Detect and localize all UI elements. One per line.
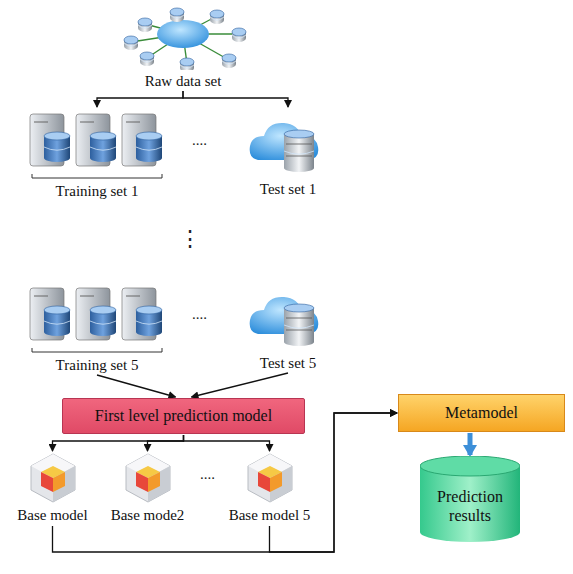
icon-caption: Base model bbox=[3, 506, 102, 524]
vertical-ellipsis: ⋮ bbox=[179, 226, 201, 252]
ellipsis: .... bbox=[192, 306, 207, 323]
ellipsis: .... bbox=[192, 132, 207, 149]
base-model: Base mode2 bbox=[98, 452, 197, 524]
node-label: Prediction results bbox=[420, 473, 520, 525]
base-model: Base model 5 bbox=[220, 452, 319, 524]
test-set: Test set 5 bbox=[241, 282, 335, 372]
icon-caption: Raw data set bbox=[116, 72, 250, 90]
process-box: First level prediction model bbox=[62, 398, 305, 434]
connector-arrow bbox=[97, 375, 176, 397]
test-set: Test set 1 bbox=[241, 108, 335, 198]
network-database-icon bbox=[118, 2, 248, 70]
icon-caption: Training set 1 bbox=[20, 182, 174, 200]
cloud-database-icon bbox=[246, 108, 330, 178]
connector-arrow bbox=[468, 433, 473, 455]
base-model: Base model bbox=[3, 452, 102, 524]
icon-caption: Training set 5 bbox=[20, 356, 174, 374]
server-icon bbox=[24, 282, 170, 354]
model-cube-icon bbox=[27, 452, 79, 504]
cloud-database-icon bbox=[246, 282, 330, 352]
node-label: First level prediction model bbox=[95, 407, 272, 425]
data-source: Raw data set bbox=[116, 2, 250, 90]
model-cube-icon bbox=[122, 452, 174, 504]
icon-caption: Base mode2 bbox=[98, 506, 197, 524]
result-cylinder: Prediction results bbox=[420, 456, 520, 542]
training-set: Training set 5 bbox=[20, 282, 174, 374]
connector-arrow bbox=[184, 435, 270, 451]
training-set: Training set 1 bbox=[20, 108, 174, 200]
node-label: Metamodel bbox=[445, 404, 518, 422]
ellipsis: .... bbox=[200, 466, 215, 483]
connector-arrow bbox=[97, 91, 183, 107]
model-cube-icon bbox=[244, 452, 296, 504]
connector-arrow bbox=[183, 91, 288, 107]
server-icon bbox=[24, 108, 170, 180]
process-box: Metamodel bbox=[398, 394, 565, 432]
connector-arrow bbox=[192, 373, 289, 397]
icon-caption: Test set 5 bbox=[241, 354, 335, 372]
icon-caption: Test set 1 bbox=[241, 180, 335, 198]
icon-caption: Base model 5 bbox=[220, 506, 319, 524]
connector-arrow bbox=[148, 435, 184, 451]
connector-arrow bbox=[53, 435, 184, 451]
